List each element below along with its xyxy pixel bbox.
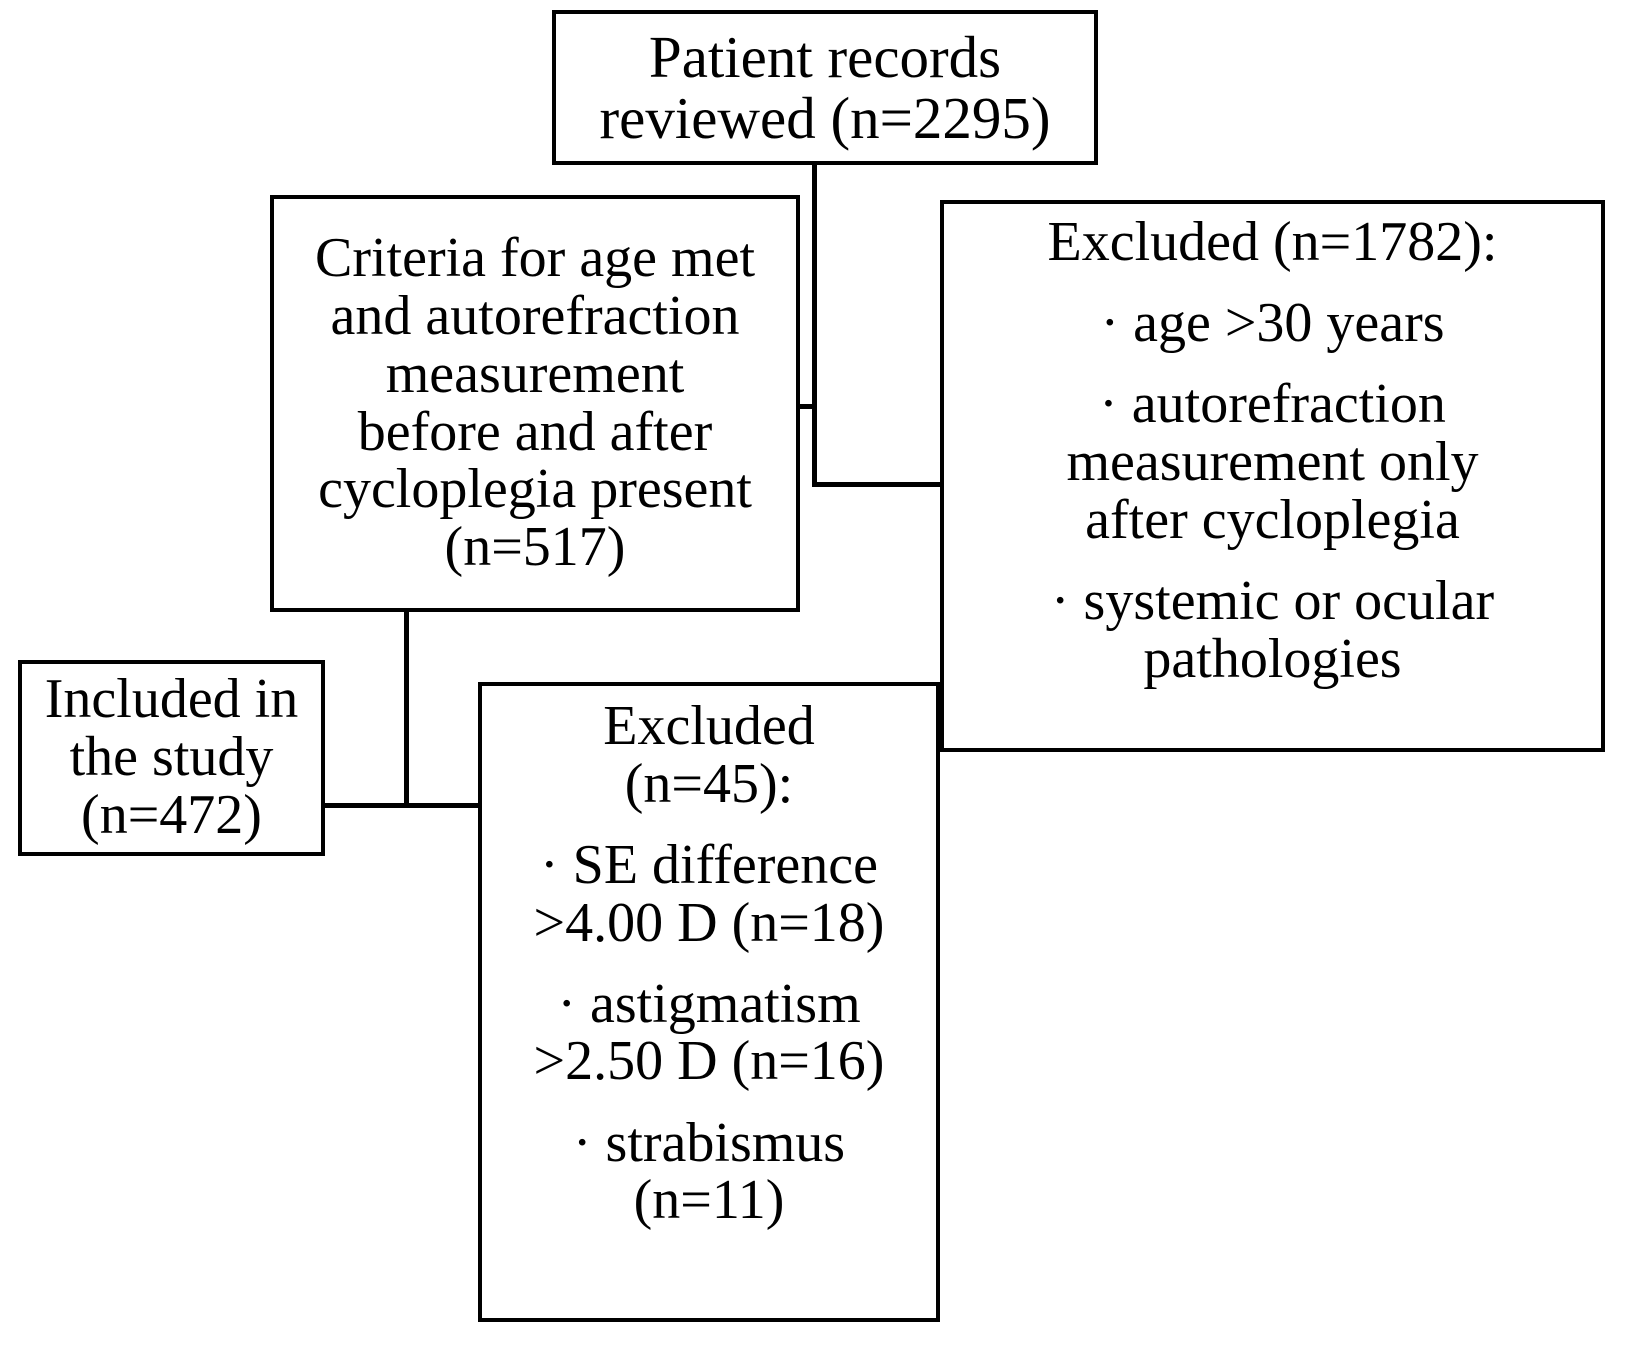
node-included-in-study: Included in the study (n=472) (18, 660, 325, 856)
node-included-line-2: the study (69, 726, 274, 789)
node-criteria-line-6: (n=517) (444, 515, 626, 578)
connector-branch-to-included-and-excluded-minor (321, 803, 482, 808)
node-excluded-major: Excluded (n=1782): · age >30 years · aut… (940, 200, 1605, 752)
excluded-minor-heading-line-2: (n=45): (624, 752, 794, 815)
excluded-minor-bullet-strabismus-line-1: · strabismus (572, 1111, 846, 1174)
connector-branch-to-excluded-major (812, 482, 944, 487)
excluded-major-bullet-autorefraction-line-3: after cycloplegia (1085, 488, 1460, 551)
excluded-major-bullet-age: · age >30 years (1100, 292, 1445, 355)
connector-criteria-to-branch (404, 608, 409, 808)
node-excluded-minor: Excluded (n=45): · SE difference >4.00 D… (478, 682, 940, 1322)
node-included-line-3: (n=472) (81, 783, 262, 846)
node-records-line-1: Patient records (648, 23, 1002, 90)
excluded-minor-heading-line-1: Excluded (603, 695, 815, 757)
excluded-major-bullet-autorefraction-line-1: · autorefraction (1099, 373, 1446, 436)
excluded-major-bullet-autorefraction-line-2: measurement only (1066, 431, 1479, 494)
node-criteria-line-2: and autorefraction (330, 285, 740, 348)
excluded-minor-bullet-se-line-2: >4.00 D (n=18) (533, 891, 885, 954)
excluded-major-bullet-pathologies-line-2: pathologies (1143, 627, 1402, 690)
excluded-major-bullet-pathologies-line-1: · systemic or ocular (1050, 569, 1495, 632)
excluded-major-heading: Excluded (n=1782): (1047, 211, 1498, 273)
connector-branch-to-criteria (790, 404, 816, 409)
excluded-minor-bullet-strabismus-line-2: (n=11) (633, 1169, 785, 1232)
node-criteria-line-5: cycloplegia present (318, 458, 752, 521)
excluded-minor-bullet-se-line-1: · SE difference (540, 833, 878, 896)
excluded-minor-bullet-astigmatism-line-2: >2.50 D (n=16) (533, 1030, 885, 1093)
excluded-minor-bullet-astigmatism-line-1: · astigmatism (557, 972, 861, 1035)
node-criteria-line-3: measurement (385, 342, 685, 405)
node-criteria-line-4: before and after (357, 400, 713, 463)
node-patient-records-reviewed: Patient records reviewed (n=2295) (552, 10, 1098, 165)
node-included-line-1: Included in (44, 668, 299, 731)
node-criteria-met: Criteria for age met and autorefraction … (270, 195, 800, 612)
connector-records-to-branch (812, 161, 817, 487)
node-records-line-2: reviewed (n=2295) (599, 84, 1051, 151)
node-criteria-line-1: Criteria for age met (314, 227, 755, 290)
